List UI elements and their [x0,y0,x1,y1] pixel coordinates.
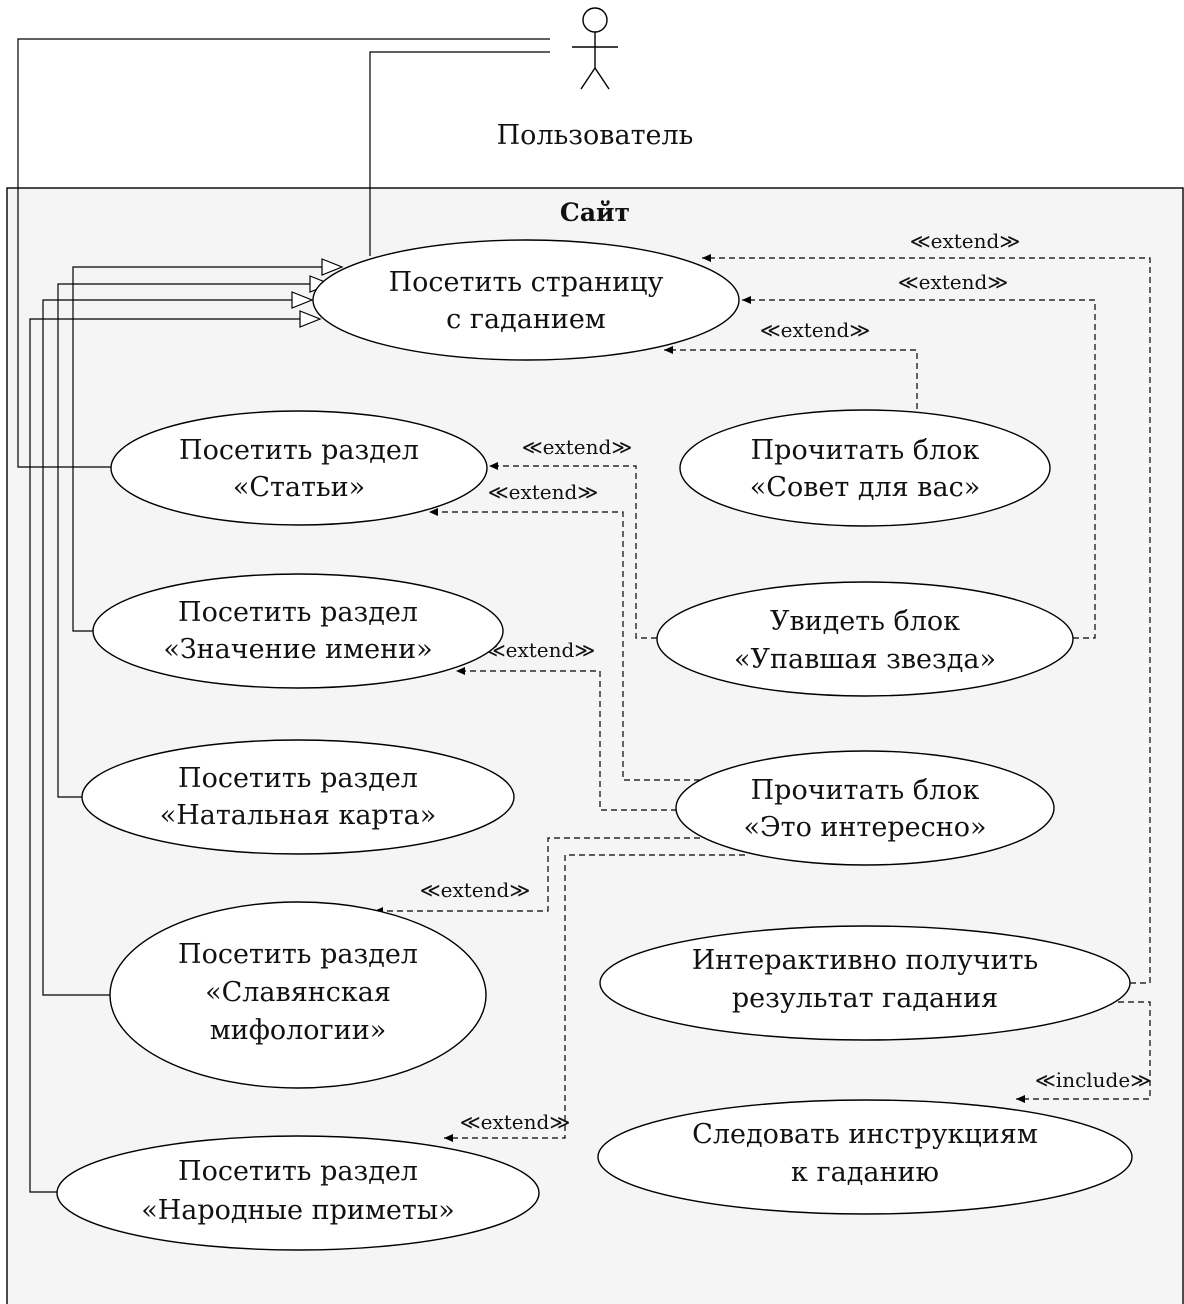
svg-text:Посетить раздел: Посетить раздел [178,763,418,794]
use-case-visit-natal-chart: Посетить раздел «Натальная карта» [81,739,515,855]
label-extend: ≪extend≫ [898,270,1009,294]
actor-name: Пользователь [497,120,694,151]
gen-arrowhead [321,258,344,276]
actor-user [572,7,618,90]
svg-text:Посетить раздел: Посетить раздел [178,597,418,628]
system-title: Сайт [560,198,630,227]
label-include: ≪include≫ [1035,1068,1151,1092]
assoc-user-fortune-page [369,51,550,256]
use-case-visit-articles: Посетить раздел «Статьи» [110,410,488,526]
svg-text:«Совет для вас»: «Совет для вас» [750,472,980,503]
extend-interactive-to-page [702,254,1151,984]
use-case-visit-folk-omens: Посетить раздел «Народные приметы» [56,1135,540,1251]
label-extend: ≪extend≫ [485,638,596,662]
svg-text:Посетить страницу: Посетить страницу [389,267,664,298]
gen-arrowhead [299,310,322,328]
svg-text:«Значение имени»: «Значение имени» [163,634,432,665]
label-extend: ≪extend≫ [460,1110,571,1134]
svg-text:«Статьи»: «Статьи» [233,472,365,503]
label-extend: ≪extend≫ [760,318,871,342]
extend-falling-star-to-page [742,296,1096,639]
svg-text:результат гадания: результат гадания [732,983,998,1014]
svg-text:мифологии»: мифологии» [210,1015,386,1046]
use-case-visit-fortune-page: Посетить страницу с гаданием [312,239,740,361]
svg-text:«Народные приметы»: «Народные приметы» [141,1195,455,1226]
extend-interesting-to-slavic [374,837,700,915]
svg-text:к гаданию: к гаданию [791,1157,939,1188]
use-case-visit-slavic-myth: Посетить раздел «Славянская мифологии» [109,901,487,1089]
svg-text:Прочитать блок: Прочитать блок [751,775,980,806]
assoc-user-articles [17,38,550,468]
label-extend: ≪extend≫ [522,435,633,459]
svg-text:Посетить раздел: Посетить раздел [178,1156,418,1187]
svg-text:Посетить раздел: Посетить раздел [178,939,418,970]
use-case-interactive-result: Интерактивно получить результат гадания [599,925,1131,1041]
svg-text:«Славянская: «Славянская [205,977,391,1008]
gen-slavic-myth [42,299,302,996]
svg-text:Посетить раздел: Посетить раздел [179,435,419,466]
gen-arrowhead [291,291,314,309]
svg-text:«Это интересно»: «Это интересно» [743,812,986,843]
use-case-read-interesting-block: Прочитать блок «Это интересно» [675,750,1055,866]
extend-falling-star-to-articles [489,462,657,639]
use-case-visit-name-meaning: Посетить раздел «Значение имени» [92,573,504,689]
svg-text:Интерактивно получить: Интерактивно получить [692,945,1038,976]
use-case-read-advice-block: Прочитать блок «Совет для вас» [679,409,1051,527]
svg-text:Следовать инструкциям: Следовать инструкциям [692,1119,1038,1150]
gen-folk-omens [29,318,302,1193]
label-extend: ≪extend≫ [910,229,1021,253]
extend-interesting-to-articles [429,508,700,781]
use-case-follow-instructions: Следовать инструкциям к гаданию [597,1099,1133,1215]
svg-text:«Упавшая звезда»: «Упавшая звезда» [734,644,996,675]
label-extend: ≪extend≫ [420,878,531,902]
use-case-see-falling-star: Увидеть блок «Упавшая звезда» [656,581,1074,697]
svg-text:Увидеть блок: Увидеть блок [770,606,960,637]
svg-text:«Натальная карта»: «Натальная карта» [160,800,437,831]
svg-text:Прочитать блок: Прочитать блок [751,435,980,466]
gen-name-meaning [72,266,322,632]
extend-interesting-to-folk-omens [444,854,745,1142]
label-extend: ≪extend≫ [488,480,599,504]
gen-natal-chart [57,283,310,798]
include-interactive-to-instructions [1016,1001,1151,1103]
svg-text:с гаданием: с гаданием [446,304,606,335]
